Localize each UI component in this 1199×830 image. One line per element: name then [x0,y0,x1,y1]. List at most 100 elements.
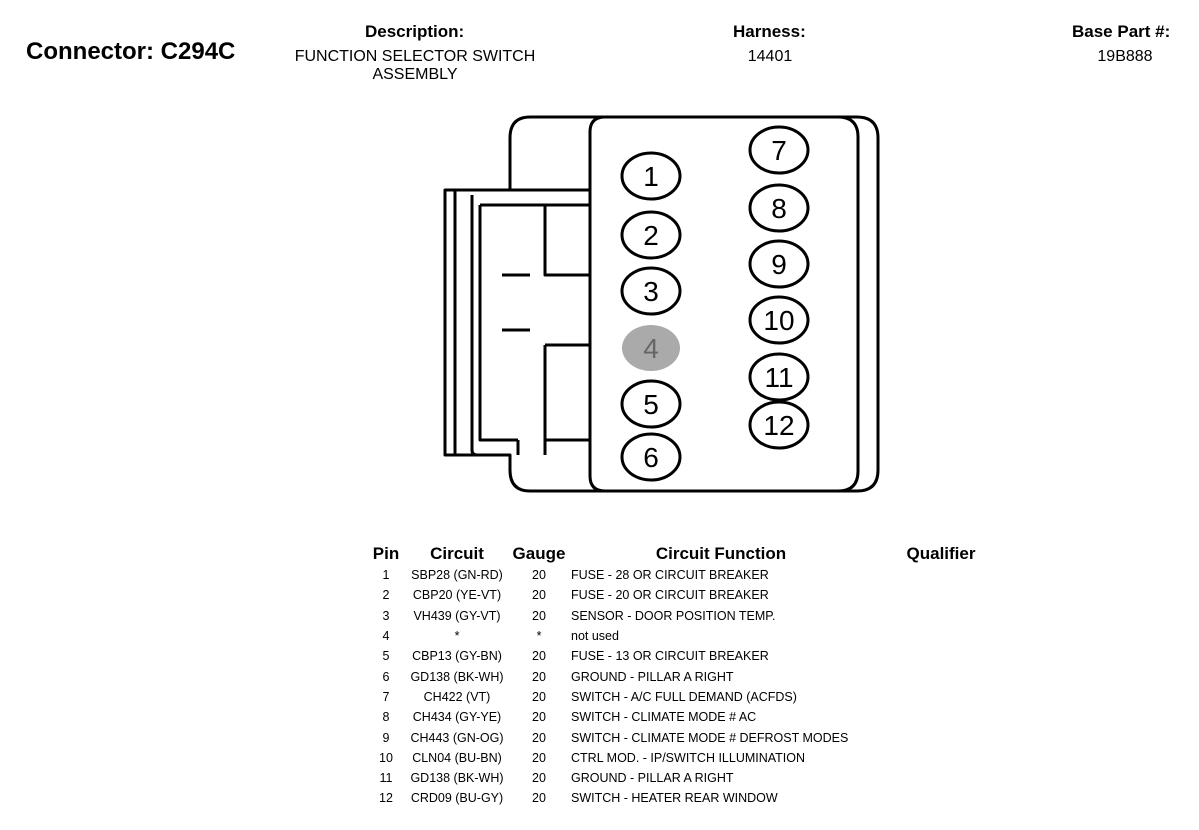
pin-10-label: 10 [763,305,794,336]
pin-1-label: 1 [643,161,659,192]
pin-5-circle [620,379,682,429]
table-row: 8 CH434 (GY-YE) 20 SWITCH - CLIMATE MODE # … [365,707,1011,727]
qualifier-cell [871,626,1011,646]
pin-10-circle [748,295,810,345]
connector-title: Connector: C294C [26,38,236,65]
gauge-cell: 20 [532,710,546,725]
pin-8-label: 8 [771,193,787,224]
header-qualifier: Qualifier [906,544,976,563]
gauge-cell: 20 [532,771,546,786]
pin-6-label: 6 [643,442,659,473]
pin-11-label: 11 [764,362,793,393]
circuit-cell: CLN04 (BU-BN) [412,750,502,765]
pin-cell: 6 [382,669,390,684]
pin-12-circle [748,400,810,450]
pin-3-circle [620,266,682,316]
pin-cell: 4 [382,629,390,644]
pin-4-label: 4 [643,333,659,364]
gauge-cell: 20 [532,669,546,684]
qualifier-cell [871,687,1011,707]
header-circuit: Circuit [430,544,484,563]
function-cell: SWITCH - CLIMATE MODE # AC [571,710,757,725]
function-cell: GROUND - PILLAR A RIGHT [571,771,734,786]
gauge-cell: 20 [532,608,546,623]
qualifier-cell [871,727,1011,747]
pin-cell: 8 [382,710,390,725]
function-cell: FUSE - 28 OR CIRCUIT BREAKER [571,568,769,583]
description-value: FUNCTION SELECTOR SWITCH ASSEMBLY [294,48,536,83]
table-row: 4**not used [365,626,1011,646]
pin-cell: 3 [382,608,390,623]
header-pin: Pin [372,544,400,563]
pin-cell: 1 [382,568,390,583]
connector-face-outline [588,115,860,493]
pin-12-label: 12 [763,410,794,441]
gauge-cell: 20 [532,730,546,745]
qualifier-cell [871,646,1011,666]
pin-cell: 9 [382,730,390,745]
circuit-cell: CH443 (GN-OG) [410,730,504,745]
function-cell: SWITCH - CLIMATE MODE # DEFROST MODES [571,730,849,745]
pin-cell: 12 [379,791,393,806]
table-row: 1 SBP28 (GN-RD) 20 FUSE - 28 OR CIRCUIT BRE… [365,565,1011,585]
gauge-cell: 20 [532,588,546,603]
function-cell: not used [571,629,619,644]
pin-cell: 10 [379,750,393,765]
function-cell: CTRL MOD. - IP/SWITCH ILLUMINATION [571,750,806,765]
circuit-cell: CH422 (VT) [423,689,491,704]
pin-cell: 2 [382,588,390,603]
pin-8-circle [748,183,810,233]
function-cell: FUSE - 20 OR CIRCUIT BREAKER [571,588,769,603]
pin-6-circle [620,432,682,482]
function-cell: SWITCH - HEATER REAR WINDOW [571,791,778,806]
qualifier-cell [871,707,1011,727]
header-gauge: Gauge [512,544,566,563]
circuit-cell: SBP28 (GN-RD) [411,568,503,583]
pin-2-circle [620,210,682,260]
latch-bar [543,205,590,455]
harness-value: 14401 [747,48,793,65]
pin-5-label: 5 [643,389,659,420]
gauge-cell: * [536,629,542,644]
table-row: 10 CLN04 (BU-BN) 20 CTRL MOD. - IP/SWITCH I… [365,748,1011,768]
pin-2-label: 2 [643,220,659,251]
pin-11-circle [748,352,810,402]
pin-cell: 5 [382,649,390,664]
function-cell: SENSOR - DOOR POSITION TEMP. [571,608,776,623]
base-part-label: Base Part #: [1072,22,1171,41]
pin-3-label: 3 [643,276,659,307]
lock-tab-slot [478,203,590,455]
pin-7-label: 7 [771,135,787,166]
function-cell: GROUND - PILLAR A RIGHT [571,669,734,684]
harness-label: Harness: [733,22,806,41]
qualifier-cell [871,748,1011,768]
qualifier-cell [871,768,1011,788]
qualifier-cell [871,666,1011,686]
pin-9-circle [748,239,810,289]
circuit-cell: VH439 (GY-VT) [413,608,501,623]
gauge-cell: 20 [532,791,546,806]
table-header-row: Pin Circuit Gauge Circuit Function Quali… [365,543,1011,565]
pin-1-circle [620,151,682,201]
description-label: Description: [365,22,465,41]
qualifier-cell [871,585,1011,605]
gauge-cell: 20 [532,649,546,664]
table-row: 9 CH443 (GN-OG) 20 SWITCH - CLIMATE MODE # … [365,727,1011,747]
pin-table: Pin Circuit Gauge Circuit Function Quali… [365,543,1011,809]
circuit-cell: CH434 (GY-YE) [412,710,502,725]
pin-cell: 11 [379,771,393,786]
circuit-cell: GD138 (BK-WH) [410,771,504,786]
gauge-cell: 20 [532,568,546,583]
lock-tab-outer [453,190,510,457]
header-circuit-function: Circuit Function [655,544,787,563]
circuit-cell: CBP20 (YE-VT) [412,588,502,603]
gauge-cell: 20 [532,750,546,765]
qualifier-cell [871,788,1011,808]
pin-9-label: 9 [771,249,787,280]
